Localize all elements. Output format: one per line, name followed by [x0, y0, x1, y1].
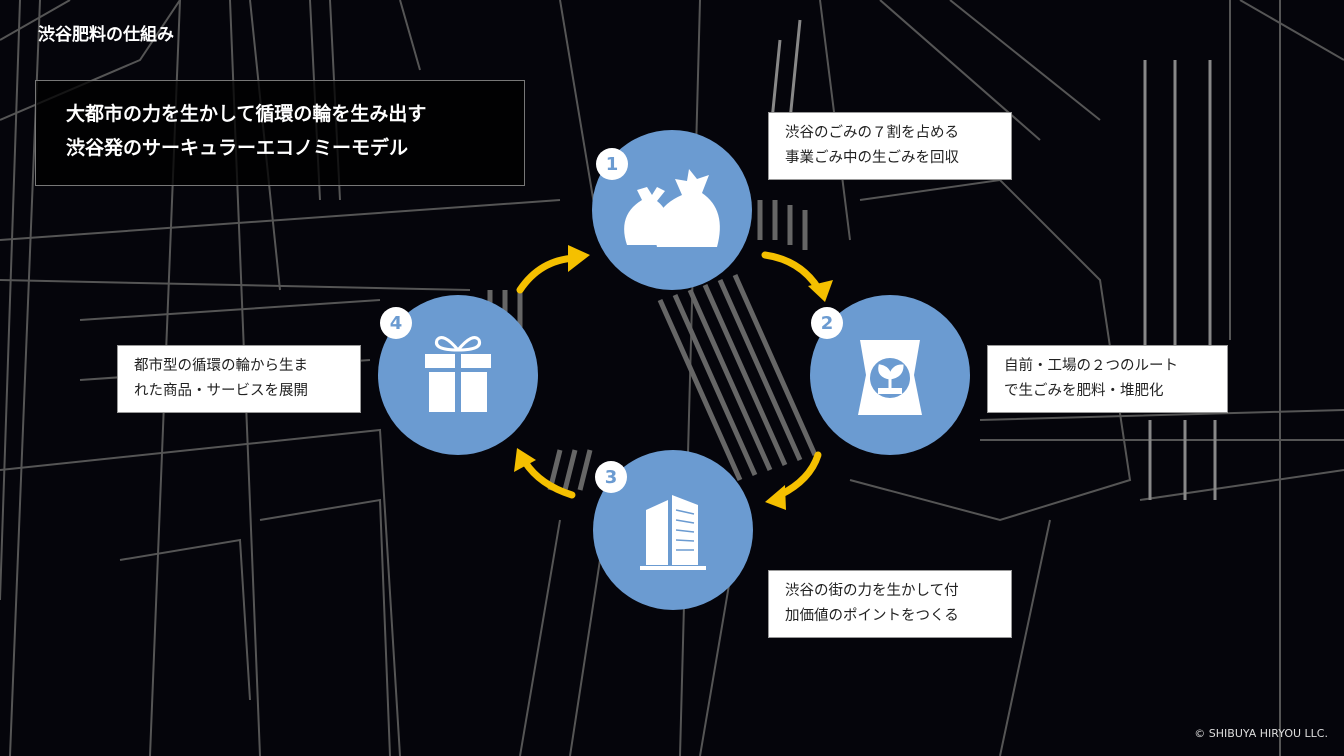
- fertilizer-bag-icon: [858, 340, 922, 415]
- step-4-badge: 4: [380, 307, 412, 339]
- headline-line1: 大都市の力を生かして循環の輪を生み出す: [66, 103, 427, 125]
- arrow-4-to-1: [516, 254, 579, 294]
- caption-line: れた商品・サービスを展開: [134, 383, 308, 399]
- caption-line: 加価値のポイントをつくる: [785, 608, 959, 624]
- arrow-1-to-2: [761, 251, 822, 292]
- copyright: © SHIBUYA HIRYOU LLC.: [1194, 727, 1328, 740]
- headline-line2: 渋谷発のサーキュラーエコノミーモデル: [66, 137, 409, 159]
- step-2-caption: 自前・工場の２つのルート で生ごみを肥料・堆肥化: [987, 345, 1228, 413]
- step-3-badge: 3: [595, 461, 627, 493]
- buildings-icon: [640, 495, 706, 570]
- step-3-caption: 渋谷の街の力を生かして付 加価値のポイントをつくる: [768, 570, 1012, 638]
- caption-line: で生ごみを肥料・堆肥化: [1004, 383, 1164, 399]
- caption-line: 渋谷の街の力を生かして付: [785, 583, 959, 599]
- headline-box: 大都市の力を生かして循環の輪を生み出す 渋谷発のサーキュラーエコノミーモデル: [35, 80, 525, 186]
- garbage-bags-icon: [624, 169, 720, 247]
- arrow-3-to-4: [521, 458, 576, 499]
- step-1-badge: 1: [596, 148, 628, 180]
- page-title: 渋谷肥料の仕組み: [38, 25, 174, 45]
- step-1-caption: 渋谷のごみの７割を占める 事業ごみ中の生ごみを回収: [768, 112, 1012, 180]
- caption-line: 自前・工場の２つのルート: [1004, 358, 1178, 374]
- caption-line: 都市型の循環の輪から生ま: [134, 358, 308, 374]
- step-4-caption: 都市型の循環の輪から生ま れた商品・サービスを展開: [117, 345, 361, 413]
- gift-icon: [425, 336, 491, 412]
- caption-line: 事業ごみ中の生ごみを回収: [785, 150, 959, 166]
- caption-line: 渋谷のごみの７割を占める: [785, 125, 959, 141]
- step-2-badge: 2: [811, 307, 843, 339]
